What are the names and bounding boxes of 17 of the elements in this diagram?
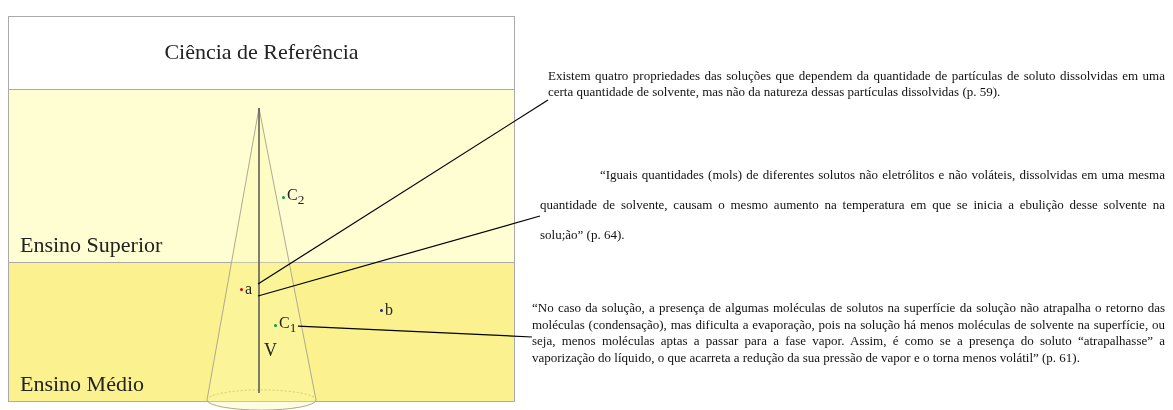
point-label: b	[385, 301, 393, 319]
quote-text: “Iguais quantidades (mols) de diferentes solutos não eletrólitos e não voláteis, dissolvidas em uma mesma quantidade de solvente, causam o mesmo aumento na temperatura em que se inicia a ebulição desse solvente na solu;ão” (p. 64).	[540, 166, 1165, 244]
point-label: C$_{2}$	[287, 185, 305, 209]
level-label: Ensino Superior	[20, 232, 163, 258]
level-label: Ensino Médio	[20, 371, 145, 397]
axis-label: V	[264, 340, 277, 361]
point-label: C$_{1}$	[279, 313, 297, 337]
quote-text: “No caso da solução, a presença de algumas moléculas de solutos na superfície da solução não atrapalha o retorno das moléculas (condensação), mas dificulta a evaporação, pois na solução há menos moléculas de solvente na superfície, ou seja, menos moléculas aptas a passar para a fase vapor. Assim, é como se a presença do soluto “atrapalhasse” a vaporização do líquido, o que acarreta a redução da sua pressão de vapor e o torna menos volátil” (p. 61).	[532, 300, 1165, 366]
leader-line	[257, 99, 549, 285]
point-label: a	[245, 280, 253, 298]
level-band	[8, 16, 515, 90]
level-band	[8, 262, 515, 402]
level-band	[8, 89, 515, 263]
leader-line	[257, 215, 541, 297]
level-label: Ciência de Referência	[163, 39, 360, 65]
quote-text: Existem quatro propriedades das soluções que dependem da quantidade de partículas de soluto dissolvidas em uma certa quantidade de solvente, mas não da natureza dessas partículas dissolvidas (p. 59).	[548, 68, 1165, 100]
leader-line	[297, 325, 533, 338]
